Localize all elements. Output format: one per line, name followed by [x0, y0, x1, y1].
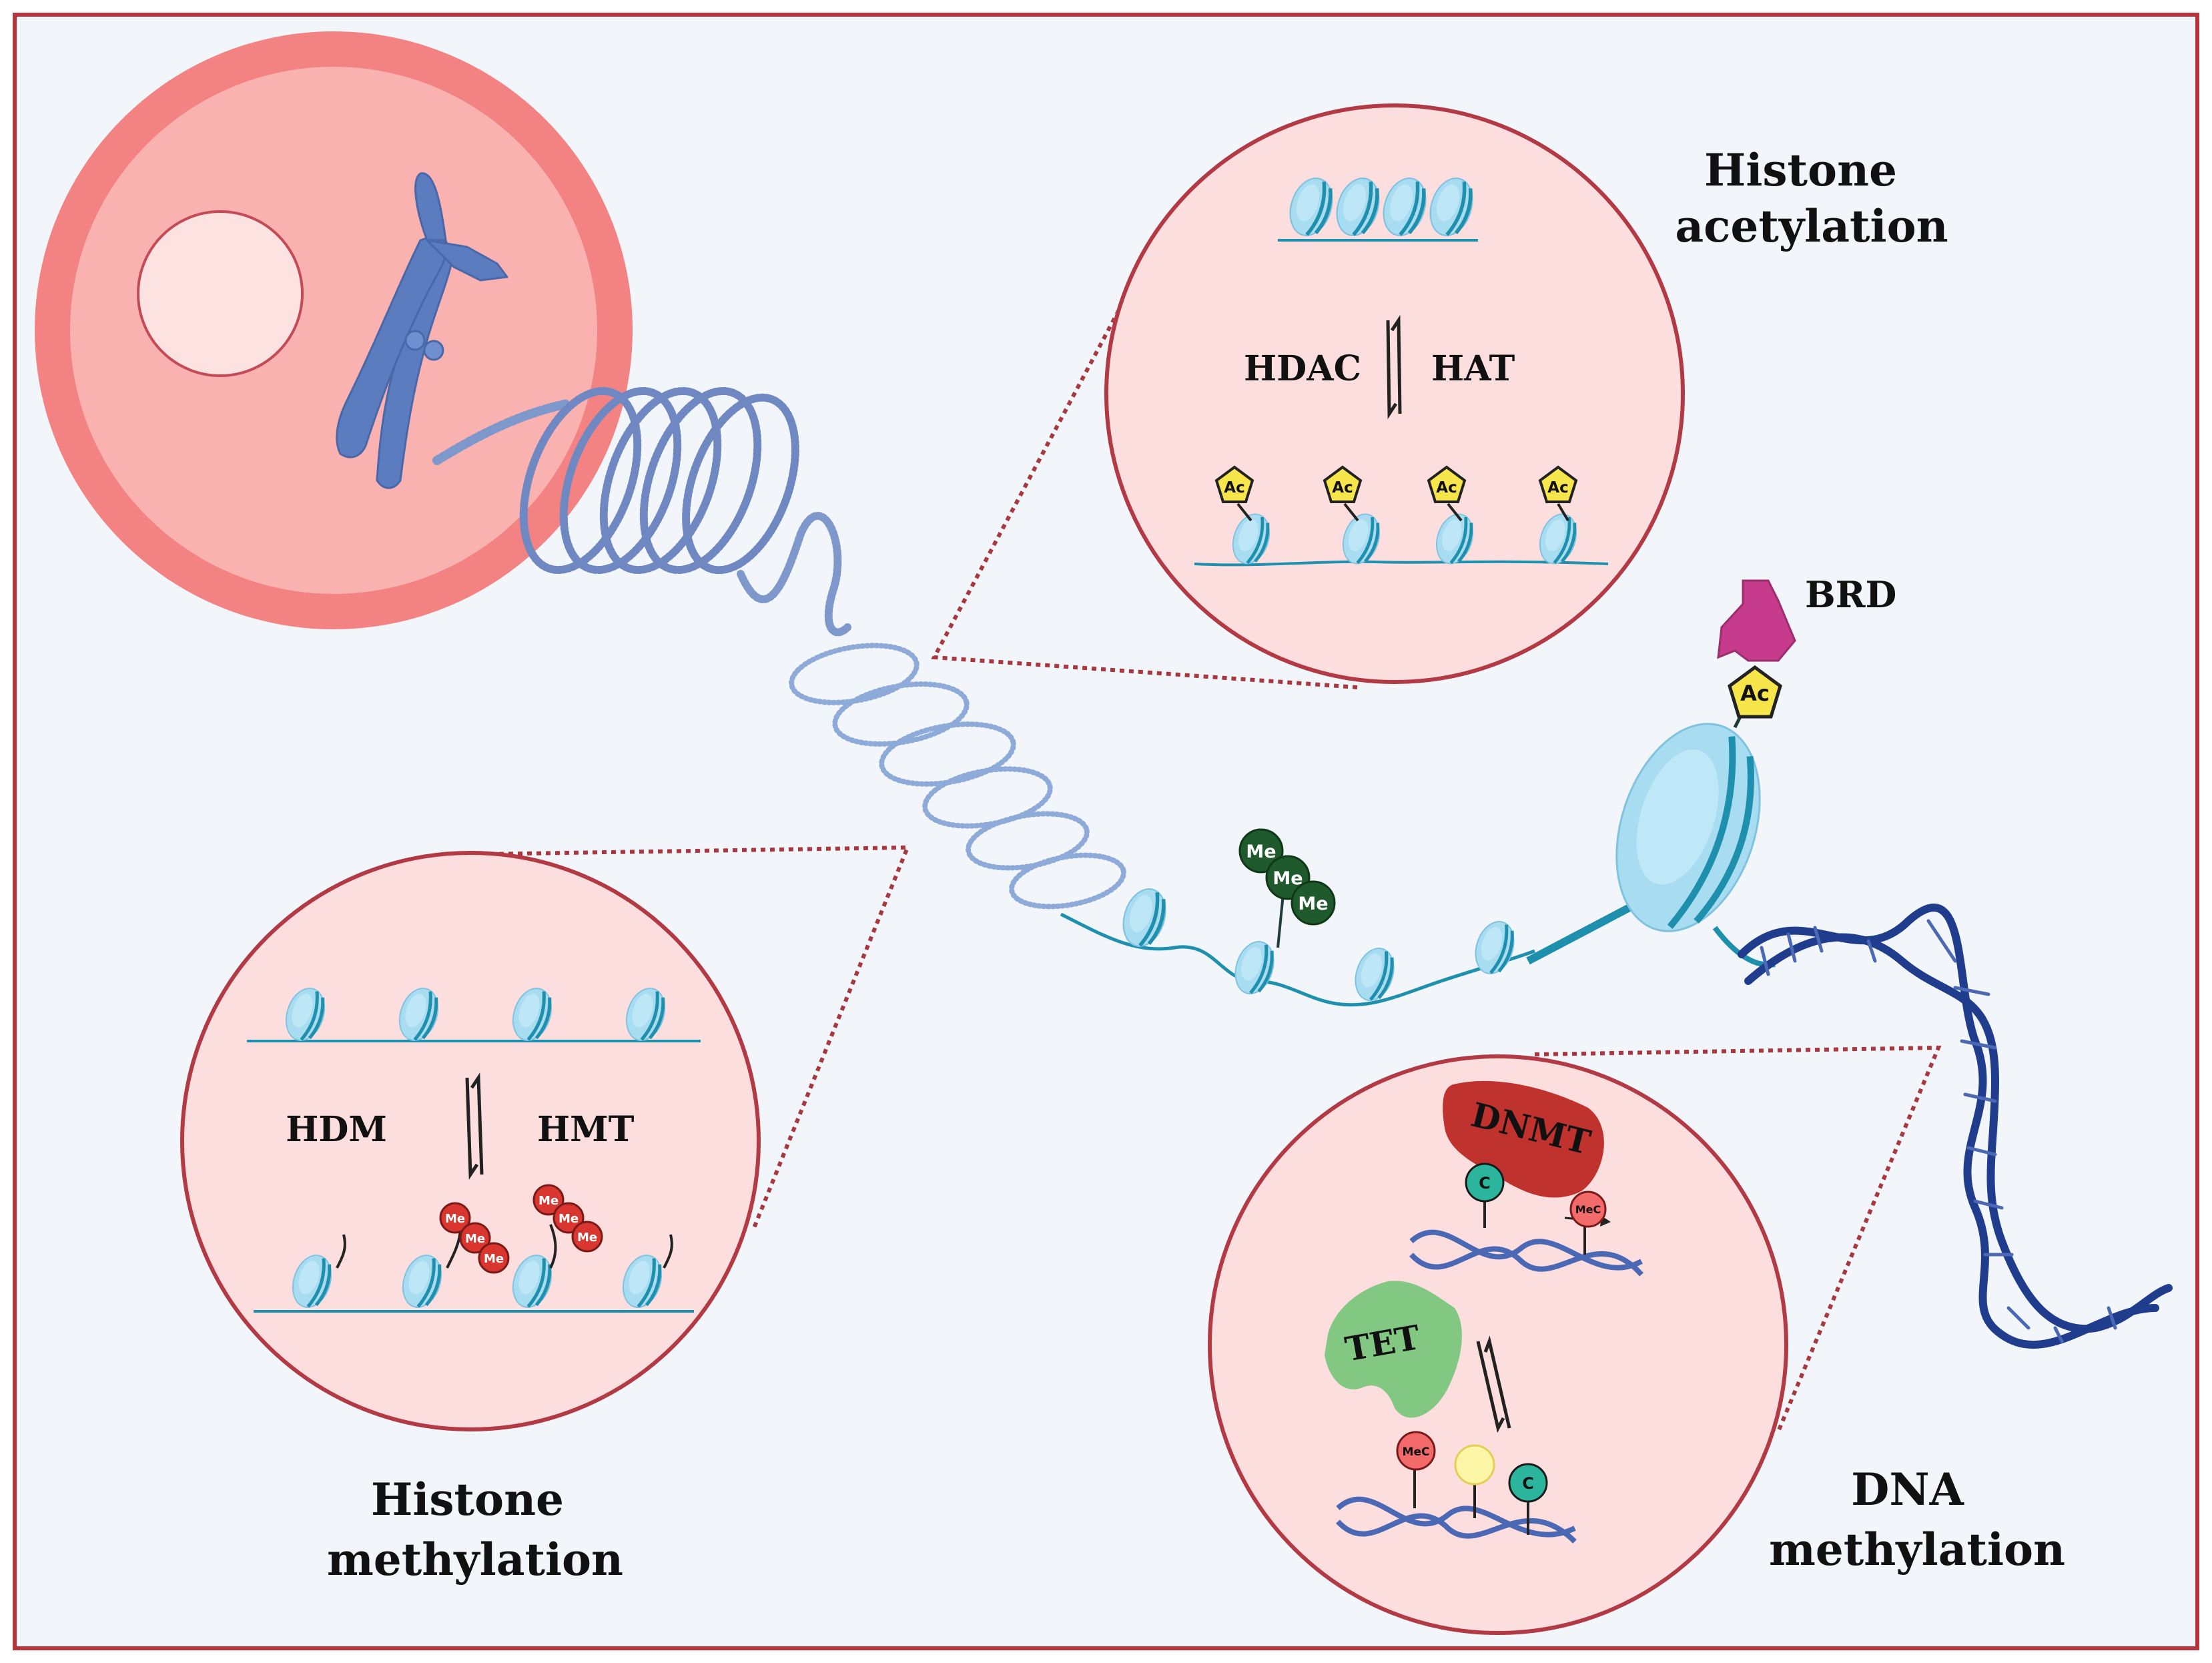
- title-line: methylation: [1769, 1524, 2065, 1576]
- acetyl-label: Ac: [1332, 479, 1353, 496]
- methyl-label: Me: [559, 1212, 579, 1226]
- hdac-label: HDAC: [1244, 348, 1361, 389]
- trimethyl-mark: Me Me Me: [1238, 828, 1336, 926]
- methyl-label: Me: [445, 1212, 465, 1226]
- inset-dna-methylation: DNMT C MeC TET MeC C: [1208, 1054, 1788, 1635]
- acetyl-mark: Ac: [1323, 465, 1363, 503]
- brd-protein: [1717, 579, 1796, 662]
- acetyl-mark: Ac: [1427, 465, 1467, 503]
- equilibrium-arrows: [1476, 1335, 1511, 1433]
- title-line: Histone: [371, 1473, 564, 1526]
- cytosine-mark: [1508, 1463, 1548, 1503]
- acetyl-label: Ac: [1436, 479, 1457, 496]
- methyl-label: Me: [484, 1252, 504, 1266]
- methyl-label: Me: [577, 1231, 597, 1245]
- methyl-label: Me: [465, 1232, 485, 1246]
- equilibrium-arrows: [1386, 314, 1402, 420]
- acetyl-label: Ac: [1740, 681, 1770, 706]
- intermediate-mark: [1454, 1444, 1495, 1485]
- dna-helix: [1738, 904, 2173, 1349]
- hdm-label: HDM: [286, 1109, 387, 1150]
- histone-methylation-title: Histone methylation: [327, 1473, 623, 1586]
- nucleosome-string: Me Me Me Ac BRD: [1060, 573, 1896, 1005]
- cell: [35, 31, 633, 629]
- histone-acetylation-title: Histone acetylation: [1675, 144, 1948, 252]
- acetyl-label: Ac: [1547, 479, 1568, 496]
- title-line: Histone: [1704, 144, 1897, 196]
- cytosine-mark: [1465, 1162, 1505, 1203]
- hmt-label: HMT: [537, 1109, 635, 1150]
- methyl-label: Me: [1298, 894, 1328, 914]
- title-line: acetylation: [1675, 200, 1948, 252]
- inset-histone-acetylation: HDAC HAT Ac Ac Ac Ac: [1104, 103, 1685, 684]
- nucleolus: [137, 210, 304, 377]
- cytosine-label: C: [1479, 1174, 1491, 1193]
- title-line: DNA: [1851, 1463, 1964, 1516]
- cytosine-label: C: [1522, 1474, 1534, 1493]
- zoom-connectors: [480, 292, 1942, 1433]
- methylcytosine-mark: [1569, 1191, 1607, 1228]
- methylcytosine-mark: [1396, 1431, 1436, 1471]
- tet-enzyme: [1325, 1281, 1462, 1418]
- inset-histone-methylation: HDM HMT Me Me Me Me Me: [180, 851, 761, 1431]
- acetyl-mark: Ac: [1538, 465, 1578, 503]
- methyl-label: Me: [1246, 842, 1276, 862]
- dna-segment: [1409, 1229, 1644, 1277]
- acetyl-mark-large: Ac: [1728, 665, 1782, 719]
- acetyl-mark: Ac: [1214, 465, 1254, 503]
- hat-label: HAT: [1431, 348, 1515, 389]
- methyl-label: Me: [538, 1194, 559, 1208]
- equilibrium-arrows: [465, 1072, 484, 1180]
- dna-methylation-title: DNA methylation: [1769, 1463, 2065, 1576]
- trimethyl-mark: Me Me Me: [439, 1202, 510, 1274]
- chromosome: [336, 172, 508, 489]
- brd-label: BRD: [1805, 573, 1896, 616]
- methylcytosine-label: MeC: [1575, 1203, 1601, 1216]
- chromatin-fiber: [432, 386, 1126, 910]
- methylcytosine-label: MeC: [1403, 1445, 1430, 1459]
- methyl-label: Me: [1272, 868, 1303, 889]
- title-line: methylation: [327, 1534, 623, 1586]
- trimethyl-mark: Me Me Me: [532, 1184, 603, 1253]
- acetyl-label: Ac: [1224, 479, 1244, 496]
